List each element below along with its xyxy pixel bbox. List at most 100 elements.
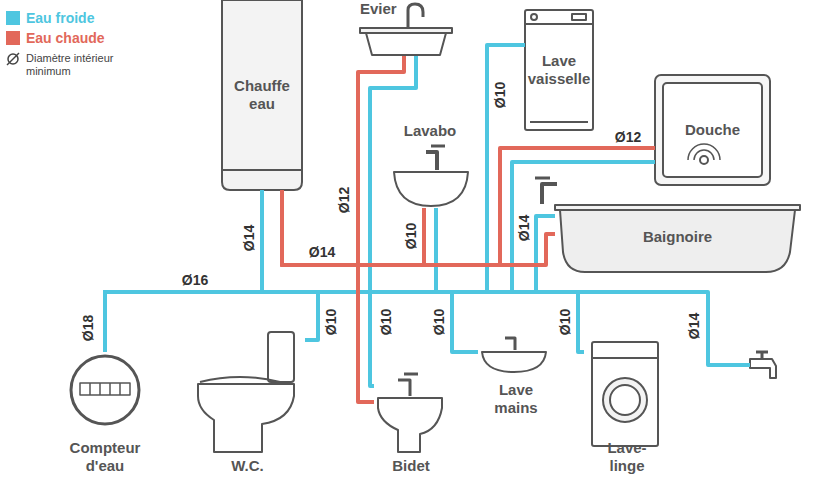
shower-tray bbox=[655, 75, 770, 185]
diameter-label: Ø16 bbox=[180, 272, 210, 288]
cold-water-pipe bbox=[105, 45, 525, 352]
outdoor-tap bbox=[750, 359, 776, 378]
appliance-label: Evier bbox=[360, 0, 397, 18]
hot-water-pipe bbox=[282, 148, 655, 265]
diameter-label: Ø12 bbox=[613, 129, 643, 145]
hot-water-pipe bbox=[282, 190, 424, 265]
washbasin-faucet bbox=[426, 152, 437, 170]
diameter-symbol-slash bbox=[7, 53, 19, 65]
bath-faucet bbox=[542, 184, 557, 204]
diameter-label: Ø14 bbox=[686, 311, 702, 341]
legend-row: Diamètre intérieur minimum bbox=[6, 52, 144, 78]
hot-water-pipe bbox=[282, 56, 404, 265]
diameter-symbol bbox=[6, 52, 20, 66]
diameter-label: Ø10 bbox=[557, 307, 573, 337]
diameter-label: Ø10 bbox=[431, 307, 447, 337]
hot-water-pipe bbox=[282, 190, 555, 265]
wc-bowl bbox=[198, 384, 294, 452]
bathtub-box: Baignoire bbox=[555, 200, 800, 274]
bidet-faucet bbox=[398, 380, 410, 396]
diameter-label: Ø10 bbox=[378, 307, 394, 337]
legend-row: Eau chaude bbox=[6, 30, 105, 46]
legend-text: Eau chaude bbox=[26, 30, 105, 46]
diameter-label: Ø10 bbox=[323, 307, 339, 337]
handbasin bbox=[482, 352, 546, 372]
cold-water-pipe bbox=[105, 292, 318, 352]
cold-water-pipe bbox=[105, 208, 436, 352]
water-heater bbox=[222, 0, 302, 190]
washbasin-box: Lavabo bbox=[388, 122, 472, 208]
washer-glass bbox=[610, 385, 640, 415]
washer-door bbox=[603, 378, 647, 422]
shower-box: Douche bbox=[655, 75, 770, 185]
legend-text: Eau froide bbox=[26, 10, 94, 26]
appliance-label: Bidet bbox=[392, 457, 430, 475]
water-heater-box: Chauffe eau bbox=[222, 0, 302, 190]
legend-text: Diamètre intérieur minimum bbox=[26, 52, 144, 78]
dishwasher-panel bbox=[525, 23, 593, 25]
heater-band bbox=[222, 169, 302, 171]
bidet-box: Bidet bbox=[374, 366, 448, 478]
cold-water-pipe bbox=[105, 292, 374, 386]
diameter-label: Ø10 bbox=[492, 80, 508, 110]
wc-seat bbox=[200, 377, 280, 382]
appliance-label: Compteur d'eau bbox=[60, 439, 150, 475]
wc-tank bbox=[268, 332, 294, 382]
hot-water-pipe bbox=[282, 190, 374, 402]
cold-water-pipe bbox=[105, 292, 584, 352]
appliance-label: W.C. bbox=[231, 457, 264, 475]
cold-pipe-extension bbox=[578, 292, 750, 365]
tap-stem bbox=[761, 352, 764, 359]
bath-handle bbox=[535, 177, 550, 180]
diameter-label: Ø12 bbox=[336, 185, 352, 215]
dishwasher-foot bbox=[530, 121, 588, 123]
water-meter bbox=[71, 356, 139, 424]
dishwasher bbox=[525, 10, 593, 130]
dishwasher-display bbox=[572, 14, 586, 20]
washbasin-handle bbox=[431, 145, 445, 148]
appliance-label: Chauffe eau bbox=[222, 77, 302, 113]
diameter-symbol-circle bbox=[8, 54, 18, 64]
bidet-handle bbox=[404, 373, 418, 376]
appliance-label: Lave vaisselle bbox=[525, 52, 593, 88]
legend-swatch bbox=[6, 11, 20, 25]
sink-faucet bbox=[408, 4, 423, 28]
meter-digit-sep bbox=[89, 383, 91, 395]
diameter-label: Ø14 bbox=[516, 213, 532, 243]
sink-basin bbox=[366, 33, 446, 55]
cold-water-pipe bbox=[105, 190, 262, 352]
diameter-label: Ø14 bbox=[307, 244, 337, 260]
shower-ripple bbox=[688, 144, 720, 160]
appliance-label: Lavabo bbox=[388, 122, 472, 140]
washbasin bbox=[394, 172, 468, 206]
cold-water-pipe bbox=[105, 292, 478, 352]
shower-drain bbox=[700, 156, 708, 164]
diameter-label: Ø18 bbox=[80, 313, 96, 343]
legend-swatch bbox=[6, 31, 20, 45]
diameter-label: Ø14 bbox=[241, 223, 257, 253]
appliance-label: Douche bbox=[655, 121, 770, 139]
meter-digits bbox=[80, 383, 130, 395]
diameter-label: Ø10 bbox=[403, 221, 419, 251]
washer-box: Lave-linge bbox=[584, 340, 670, 478]
handbasin-faucet bbox=[505, 338, 515, 350]
washing-machine bbox=[592, 342, 658, 446]
appliance-label: Lave mains bbox=[490, 381, 542, 417]
cold-water-pipe bbox=[105, 162, 655, 352]
bidet bbox=[378, 398, 442, 452]
meter-box: Compteur d'eau bbox=[58, 352, 152, 478]
meter-digit-sep bbox=[109, 383, 111, 395]
meter-digit-sep bbox=[119, 383, 121, 395]
legend-row: Eau froide bbox=[6, 10, 94, 26]
sink-box: Evier bbox=[360, 0, 454, 56]
dishwasher-knob bbox=[531, 14, 537, 20]
wc-box: W.C. bbox=[190, 330, 305, 478]
handbasin-box: Lave mains bbox=[478, 336, 554, 420]
cold-water-pipe bbox=[105, 216, 555, 352]
appliance-label: Baignoire bbox=[555, 228, 800, 246]
meter-digit-sep bbox=[99, 383, 101, 395]
dishwasher-box: Lave vaisselle bbox=[525, 10, 593, 130]
washer-panel bbox=[592, 357, 658, 359]
